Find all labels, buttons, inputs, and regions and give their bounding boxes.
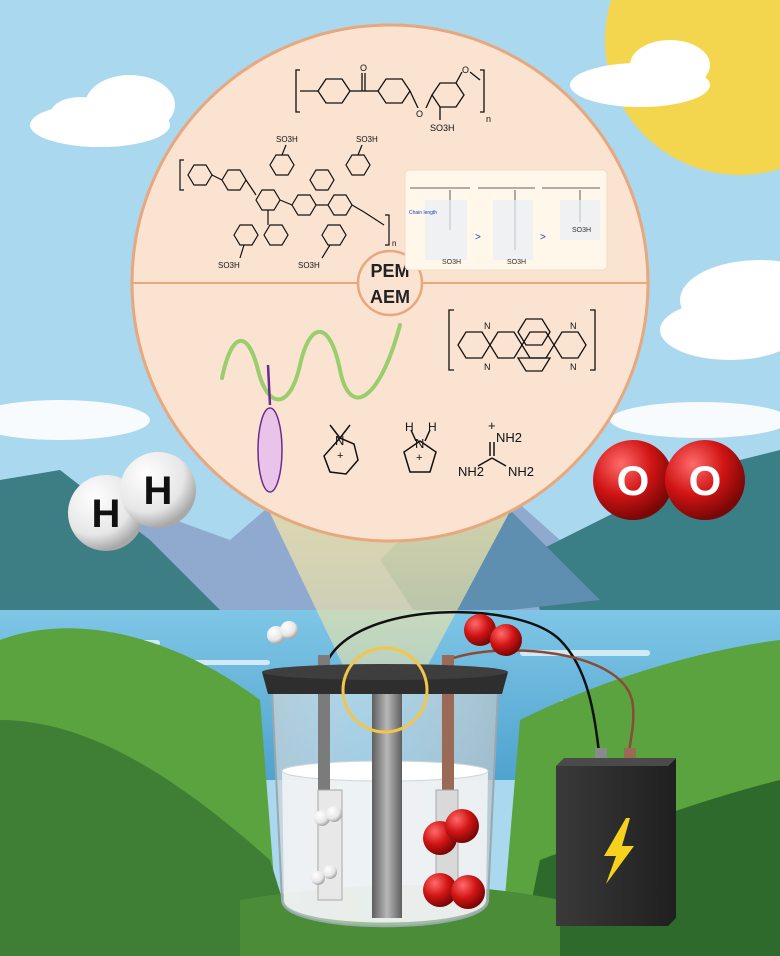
hydrogen-label: H — [428, 420, 437, 434]
hydrogen-bubble — [267, 621, 298, 644]
aem-polymer-cartoon — [220, 323, 402, 493]
sulfonate-label: SO3H — [507, 259, 526, 266]
hydrogen-label: H — [405, 420, 414, 434]
hydrogen-bubble — [311, 865, 337, 885]
sulfonate-label: SO3H — [572, 227, 591, 234]
charge-plus: + — [488, 418, 496, 433]
ladder-polymer-structure — [448, 309, 596, 372]
pfsa-side-chain-box — [425, 200, 467, 260]
oxygen-bubble — [464, 614, 522, 656]
cloud-icon — [660, 260, 780, 360]
amine-label: NH2 — [458, 464, 484, 479]
polymer-structure-speek — [295, 69, 485, 120]
oxygen-bubble — [423, 809, 479, 855]
charge-plus: + — [337, 450, 343, 462]
nitrogen-label: N — [570, 362, 577, 372]
nitrogen-label: N — [335, 433, 344, 448]
membrane-separator — [372, 690, 402, 918]
wire-icon — [447, 649, 635, 761]
comparison-symbol: > — [475, 232, 481, 243]
hill-left-dark — [0, 720, 300, 956]
nitrogen-label: N — [484, 321, 491, 331]
oxygen-molecule: O O — [593, 440, 745, 520]
polyphenylene-labels: SO3H SO3H SO3H SO3H n — [218, 135, 396, 270]
wire-icon — [326, 610, 602, 761]
battery-icon — [556, 748, 676, 926]
hydrogen-atom: H — [92, 492, 121, 536]
sulfonate-label: SO3H — [276, 135, 298, 144]
cation-group — [257, 407, 283, 493]
cloud-icon — [0, 400, 780, 440]
chain-length-note: Chain length — [409, 210, 437, 216]
pfsa-structures: Chain length > > SO3H SO3H SO3H — [404, 169, 608, 271]
hydrogen-molecule: H H — [68, 452, 196, 551]
membrane-lens: PEM AEM — [130, 23, 650, 543]
cloud-icon — [570, 40, 710, 107]
oxygen-atom: O — [689, 457, 722, 504]
repeat-unit: n — [392, 239, 396, 248]
repeat-unit: n — [486, 114, 491, 124]
pem-label: PEM — [370, 261, 409, 281]
sulfonate-label: SO3H — [356, 135, 378, 144]
ether-oxygen: O — [416, 109, 423, 119]
aem-label: AEM — [370, 287, 410, 307]
piperidinium-cation — [323, 424, 359, 475]
hydrogen-atom: H — [144, 469, 173, 513]
sulfonate-label: SO3H — [298, 261, 320, 270]
nitrogen-label: N — [415, 436, 424, 451]
pyrrolidinium-cation — [403, 429, 437, 473]
charge-plus: + — [416, 452, 422, 464]
sulfonate-label: SO3H — [442, 259, 461, 266]
nitrogen-label: N — [484, 362, 491, 372]
pfsa-side-chain-box — [560, 200, 600, 240]
ladder-polymer-labels: N N N N — [484, 321, 577, 372]
hydrogen-bubble — [314, 806, 342, 826]
cloud-icon — [30, 75, 175, 147]
carbonyl-oxygen: O — [360, 63, 367, 73]
mountain-left — [0, 470, 230, 640]
amine-label: NH2 — [496, 430, 522, 445]
amine-label: NH2 — [508, 464, 534, 479]
zoom-indicator-ring — [341, 646, 429, 734]
oxygen-bubble — [423, 873, 485, 909]
comparison-symbol: > — [540, 232, 546, 243]
sulfonate-label: SO3H — [430, 123, 455, 133]
nitrogen-label: N — [570, 321, 577, 331]
sulfonate-label: SO3H — [218, 261, 240, 270]
guanidinium-cation — [477, 442, 507, 467]
speek-labels: O O O SO3H n — [360, 63, 491, 133]
oxygen-atom: O — [617, 457, 650, 504]
lightning-bolt-icon — [604, 818, 634, 884]
ether-oxygen: O — [462, 65, 469, 75]
polymer-structure-polyphenylene — [179, 144, 390, 259]
pfsa-side-chain-box — [493, 200, 533, 260]
